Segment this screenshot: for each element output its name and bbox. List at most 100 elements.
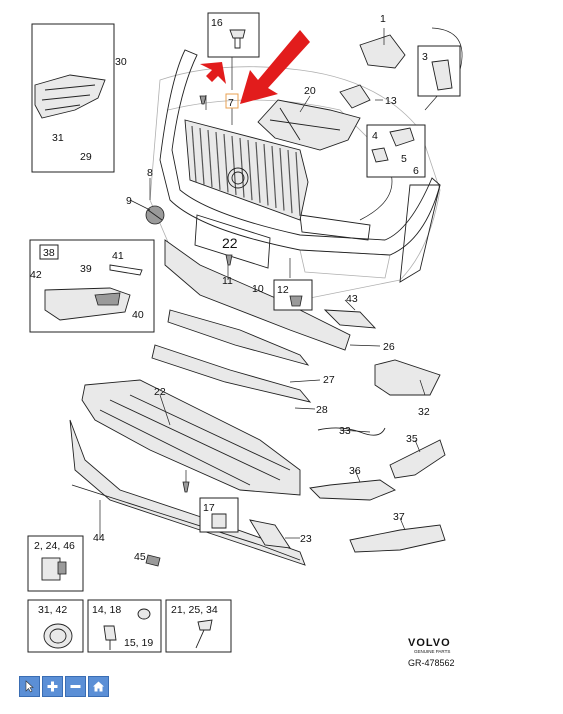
fasteners [145,95,233,567]
home-button[interactable] [88,676,109,697]
spoiler-strips [151,309,312,403]
side-trim-parts [309,359,446,553]
callout-box-14 [87,599,162,653]
license-plate: 22 [194,214,271,269]
bracket-small-parts [339,34,406,109]
callout-label: 12 [277,284,289,296]
callout-label: 36 [349,465,361,477]
callout-label: 27 [323,374,335,386]
callout-label: 37 [393,511,405,523]
svg-text:22: 22 [222,235,238,251]
grille-bar [223,133,229,193]
bumper-clip-part [41,557,67,581]
underbody-panel [81,379,301,496]
callout-label: 20 [304,85,316,97]
callout-label: 8 [147,167,153,179]
callout-label: 41 [112,250,124,262]
grille-bar [239,137,245,198]
fog-lamp-trim-part [44,264,143,321]
trim-strip-23 [249,519,291,549]
grille-bar [207,129,213,188]
callout-label: 26 [383,341,395,353]
callout-label: 31, 42 [38,604,67,616]
side-grille-part [34,74,106,119]
callout-7-highlight [225,93,239,109]
callout-label: 32 [418,406,430,418]
callout-label: 17 [203,502,215,514]
callout-label: 6 [413,165,419,177]
arrow-icon [200,62,226,84]
callout-box-12 [273,279,313,311]
callout-label: 22 [154,386,166,398]
grille-bar [199,127,205,185]
label-box-38 [39,244,59,260]
callout-label: 31 [52,132,64,144]
grille-bar [279,147,285,211]
grille-bar [231,135,237,196]
bolt-washer-parts [103,608,151,650]
callout-label: 44 [93,532,105,544]
zoom-in-button[interactable] [42,676,63,697]
bumper-cover [159,49,441,283]
callout-label: 40 [132,309,144,321]
callout-label: 38 [43,247,55,259]
callout-label: 7 [228,97,234,109]
callout-label: 3 [422,51,428,63]
volvo-branding: VOLVO GENUINE PARTS GR-478562 [408,637,455,668]
air-guide [164,239,351,351]
callout-label: 23 [300,533,312,545]
callout-label: 13 [385,95,397,107]
brand-subtitle: GENUINE PARTS [414,649,450,654]
grille-bar [191,125,197,183]
grommet-part [289,295,303,307]
diagram-reference: GR-478562 [408,658,455,668]
home-icon [93,681,104,692]
viewer-toolbar [19,676,109,697]
grille-bar [247,139,253,201]
callout-label: 14, 18 [92,604,121,616]
callout-label: 11 [222,275,233,287]
pointer-button[interactable] [19,676,40,697]
callout-label: 16 [211,17,223,29]
sensor-bracket-part [371,127,415,163]
emblem-part [145,205,165,225]
callout-label: 4 [372,130,378,142]
callout-label: 2, 24, 46 [34,540,75,552]
grille-bar [263,143,269,206]
grille-bar [271,145,277,209]
park-sensor-part [43,623,73,649]
zoom-in-icon [47,681,58,692]
screw-part [195,619,213,649]
push-clip-part [229,29,246,49]
pointer-icon [25,680,34,693]
callout-label: 42 [30,269,42,281]
highlight-arrows [200,30,310,104]
arrow-icon [240,30,310,104]
callout-label: 1 [380,13,386,25]
callout-labels: 16 7 1 3 20 13 30 31 29 4 5 6 8 9 38 41 … [30,13,430,649]
clip-part-3 [431,59,453,91]
trim-strip-43 [323,309,377,329]
callout-label: 15, 19 [124,637,153,649]
grille-bar [215,131,221,190]
callout-label: 45 [134,551,146,563]
callout-label: 9 [126,195,132,207]
callout-label: 28 [316,404,328,416]
callout-label: 43 [346,293,358,305]
nut-part [211,513,227,529]
zoom-out-icon [70,685,81,688]
bracket-part [257,99,361,151]
zoom-out-button[interactable] [65,676,86,697]
callout-label: 35 [406,433,418,445]
callout-label: 29 [80,151,92,163]
callout-label: 33 [339,425,351,437]
grille-bar [295,151,301,216]
grille [184,119,309,221]
callout-label: 39 [80,263,92,275]
grille-bar [255,141,261,203]
callout-label: 21, 25, 34 [171,604,218,616]
callout-label: 5 [401,153,407,165]
callout-label: 30 [115,56,127,68]
grille-bar [287,149,293,214]
